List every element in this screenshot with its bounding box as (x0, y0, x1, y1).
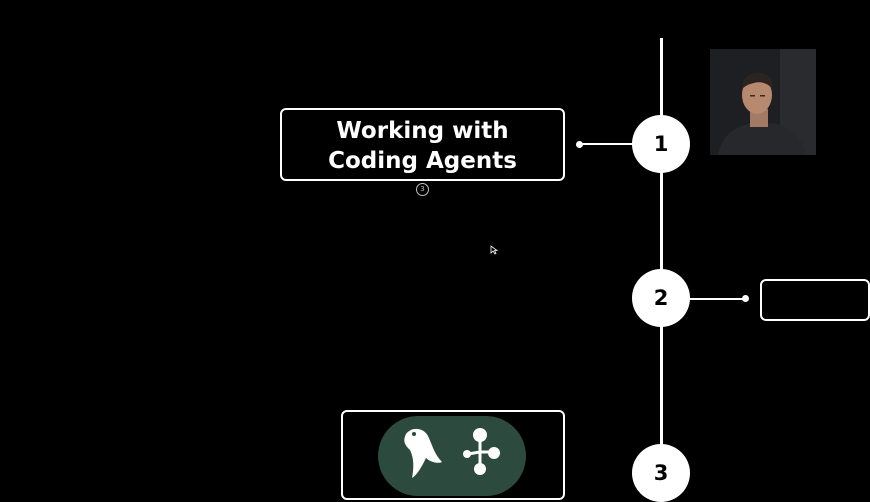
card-working-with-coding-agents[interactable]: Working with Coding Agents (280, 108, 565, 181)
parrot-icon (404, 428, 500, 478)
step-2-button[interactable]: 2 (632, 269, 690, 327)
graph-nodes-icon (463, 428, 500, 475)
card-title-line-2: Coding Agents (328, 148, 517, 174)
card-step-2[interactable] (760, 279, 870, 321)
langchain-logo (378, 416, 526, 496)
connector-line-2 (663, 298, 745, 300)
timeline-spine (660, 38, 663, 478)
mouse-cursor-icon (490, 245, 499, 255)
connector-line-1 (580, 143, 660, 145)
connector-dot-2 (742, 295, 749, 302)
step-1-button[interactable]: 1 (632, 115, 690, 173)
presenter-avatar (710, 49, 816, 155)
card-title-line-1: Working with (336, 118, 509, 144)
presenter-webcam (710, 49, 816, 155)
step-3-button[interactable]: 3 (632, 444, 690, 502)
connector-dot-1 (576, 141, 583, 148)
slide-canvas: Working with Coding Agents 3 1 2 3 (280, 38, 870, 502)
card-count-badge[interactable]: 3 (416, 183, 429, 196)
